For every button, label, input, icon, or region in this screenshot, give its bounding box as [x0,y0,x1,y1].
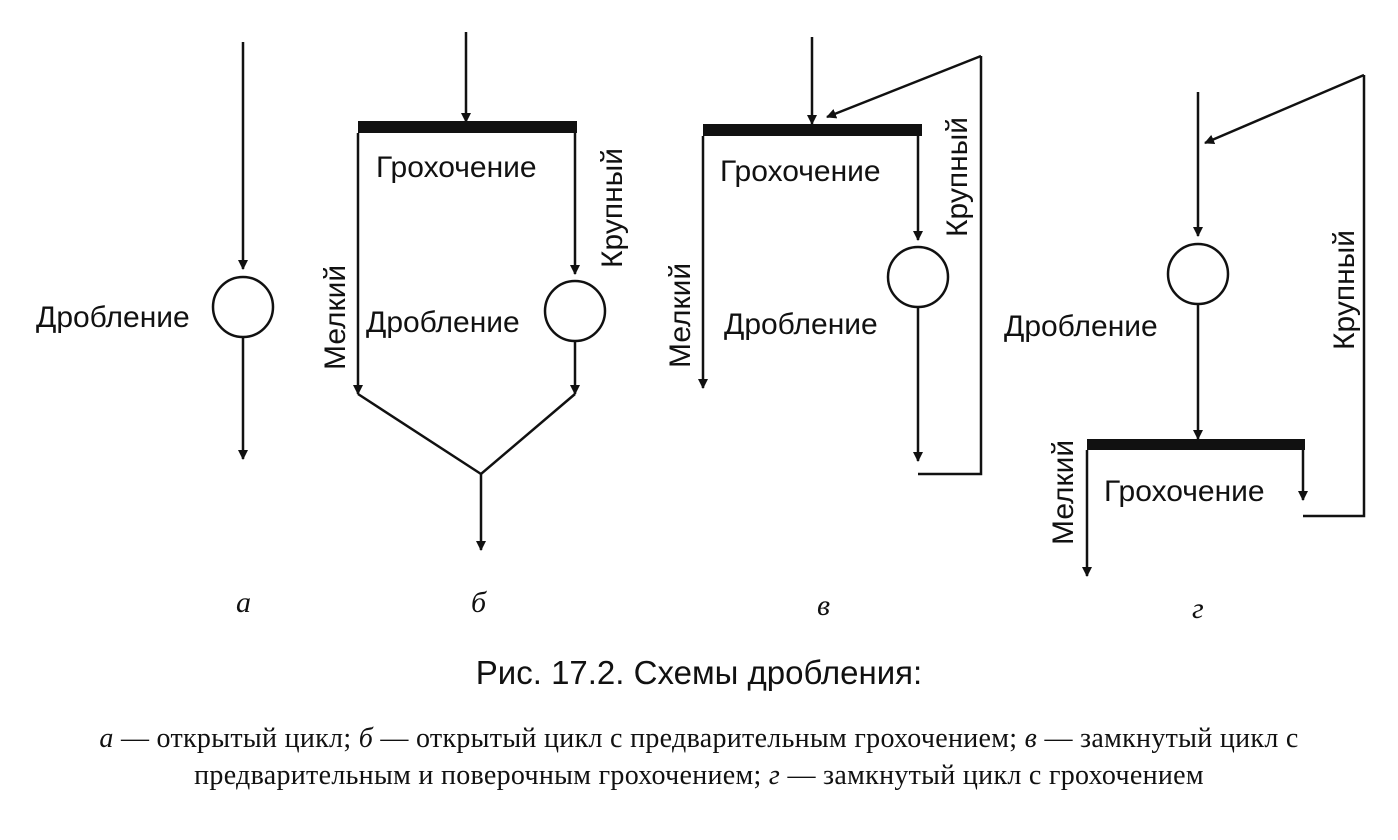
crusher-circle [886,245,950,309]
panel-label-b: б [471,586,487,619]
crushing-label-v: Дробление [724,308,878,341]
return-loop [918,56,983,476]
panel-label-a: а [236,586,251,619]
crushing-label-a: Дробление [36,301,190,334]
panel-label-g: г [1192,592,1204,625]
legend-text-g: — замкнутый цикл с грохочением [780,760,1204,791]
legend-text-b: — открытый цикл с предварительным грохоч… [373,723,1025,754]
legend-letter-v: в [1024,723,1038,754]
screen-bar [358,121,577,133]
crushing-label-b: Дробление [366,306,520,339]
screening-label-v: Грохочение [720,155,881,188]
merge-lines [357,392,576,476]
scheme-a [211,42,275,460]
return-arrow [1204,73,1365,145]
scheme-g [1082,73,1366,577]
figure-title: Рис. 17.2. Схемы дробления: [475,654,923,691]
legend-letter-b: б [358,723,374,754]
coarse-label-g: Крупный [1328,230,1361,350]
screening-label-g: Грохочение [1104,475,1265,508]
return-loop [1303,75,1366,518]
fine-label-v: Мелкий [664,263,697,368]
coarse-label-b: Крупный [596,148,629,268]
scheme-b [353,32,607,551]
crushing-schemes-diagram: Дробление а Грохочение Дробление Мелкий … [36,32,1366,625]
fine-label-g: Мелкий [1047,440,1080,545]
crusher-circle [1166,242,1230,306]
crusher-circle [211,275,275,339]
legend-letter-a: а [99,723,114,754]
legend-letter-g: г [768,760,781,791]
screen-bar [1087,439,1305,450]
screen-bar [703,124,922,136]
fine-label-b: Мелкий [319,265,352,370]
panel-label-v: в [817,589,830,622]
figure-legend: а — открытый цикл; б — открытый цикл с п… [20,720,1378,794]
screening-label-b: Грохочение [376,151,537,184]
crusher-circle [543,279,607,343]
legend-text-v: — замкнутый цикл с предварительным и пов… [194,723,1299,791]
legend-text-a: — открытый цикл; [113,723,359,754]
scheme-v [698,37,983,476]
coarse-label-v: Крупный [941,117,974,237]
return-arrow [826,54,982,119]
crushing-label-g: Дробление [1004,310,1158,343]
